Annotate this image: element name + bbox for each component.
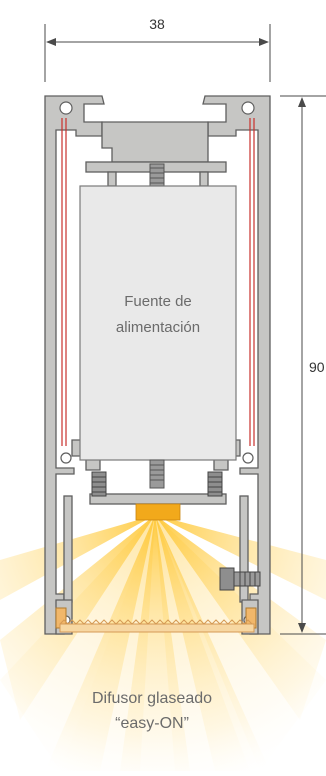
bottom-center-screw <box>149 459 165 489</box>
width-label: 38 <box>149 16 165 32</box>
top-screw <box>149 163 165 189</box>
led-chip <box>135 503 181 521</box>
diffuser-serration <box>59 619 253 625</box>
height-label: 90 <box>309 359 325 375</box>
light-beams <box>0 515 326 771</box>
power-supply-label-line1: Fuente de <box>124 293 192 310</box>
diffuser <box>59 623 255 633</box>
inner-gasket-lines <box>61 118 255 446</box>
diffuser-label-line1: Difusor glaseado <box>92 690 212 707</box>
right-clamp-screw <box>207 471 223 497</box>
height-dimension <box>280 95 326 635</box>
diffuser-label-line2: “easy-ON” <box>115 715 189 732</box>
power-supply-label-line2: alimentación <box>116 319 200 336</box>
power-supply-box <box>79 185 237 461</box>
side-screw <box>219 567 261 591</box>
left-clamp-screw <box>91 471 107 497</box>
width-dimension <box>44 24 271 82</box>
